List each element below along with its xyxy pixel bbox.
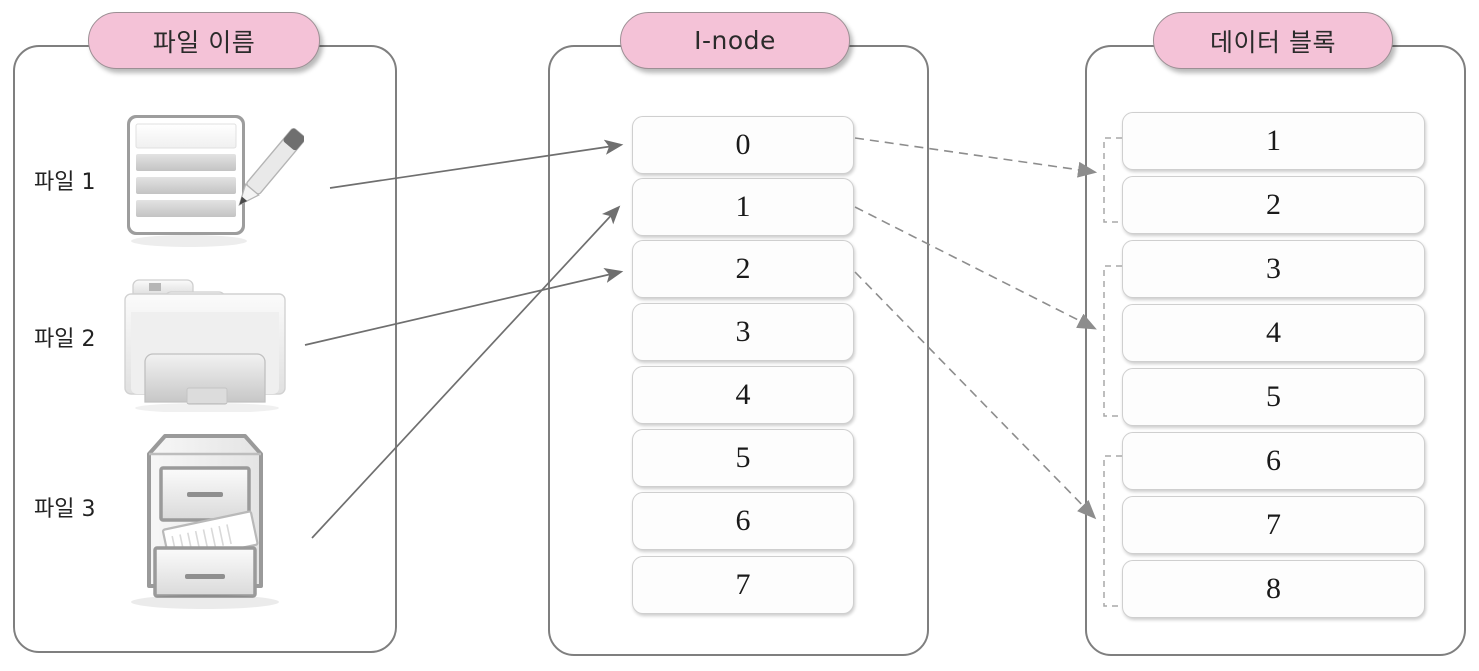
- panel-header-inode: I-node: [620, 12, 850, 69]
- data-block-slot-2[interactable]: 2: [1122, 176, 1425, 234]
- panel-header-data-block: 데이터 블록: [1153, 12, 1393, 69]
- data-block-slot-8[interactable]: 8: [1122, 560, 1425, 618]
- file-label-2: 파일 2: [34, 327, 96, 352]
- file-label-1: 파일 1: [34, 170, 96, 195]
- panel-header-file-name: 파일 이름: [88, 12, 320, 69]
- file-cabinet-icon: [119, 432, 304, 609]
- inode-slot-0[interactable]: 0: [632, 116, 854, 174]
- inode-slot-3[interactable]: 3: [632, 303, 854, 361]
- document-pencil-icon: [119, 105, 306, 255]
- inode-slot-2[interactable]: 2: [632, 240, 854, 298]
- folder-stack-icon: [119, 262, 304, 413]
- data-block-slot-6[interactable]: 6: [1122, 432, 1425, 490]
- inode-slot-5[interactable]: 5: [632, 429, 854, 487]
- data-block-slot-7[interactable]: 7: [1122, 496, 1425, 554]
- inode-slot-6[interactable]: 6: [632, 492, 854, 550]
- data-block-slot-1[interactable]: 1: [1122, 112, 1425, 170]
- inode-slot-4[interactable]: 4: [632, 366, 854, 424]
- file-entry-2: 파일 2: [24, 262, 344, 413]
- inode-slot-1[interactable]: 1: [632, 178, 854, 236]
- inode-slot-7[interactable]: 7: [632, 556, 854, 614]
- data-block-slot-5[interactable]: 5: [1122, 368, 1425, 426]
- data-block-slot-4[interactable]: 4: [1122, 304, 1425, 362]
- file-entry-1: 파일 1: [24, 105, 344, 255]
- data-block-slot-3[interactable]: 3: [1122, 240, 1425, 298]
- file-label-3: 파일 3: [34, 497, 96, 522]
- file-entry-3: 파일 3: [24, 432, 344, 609]
